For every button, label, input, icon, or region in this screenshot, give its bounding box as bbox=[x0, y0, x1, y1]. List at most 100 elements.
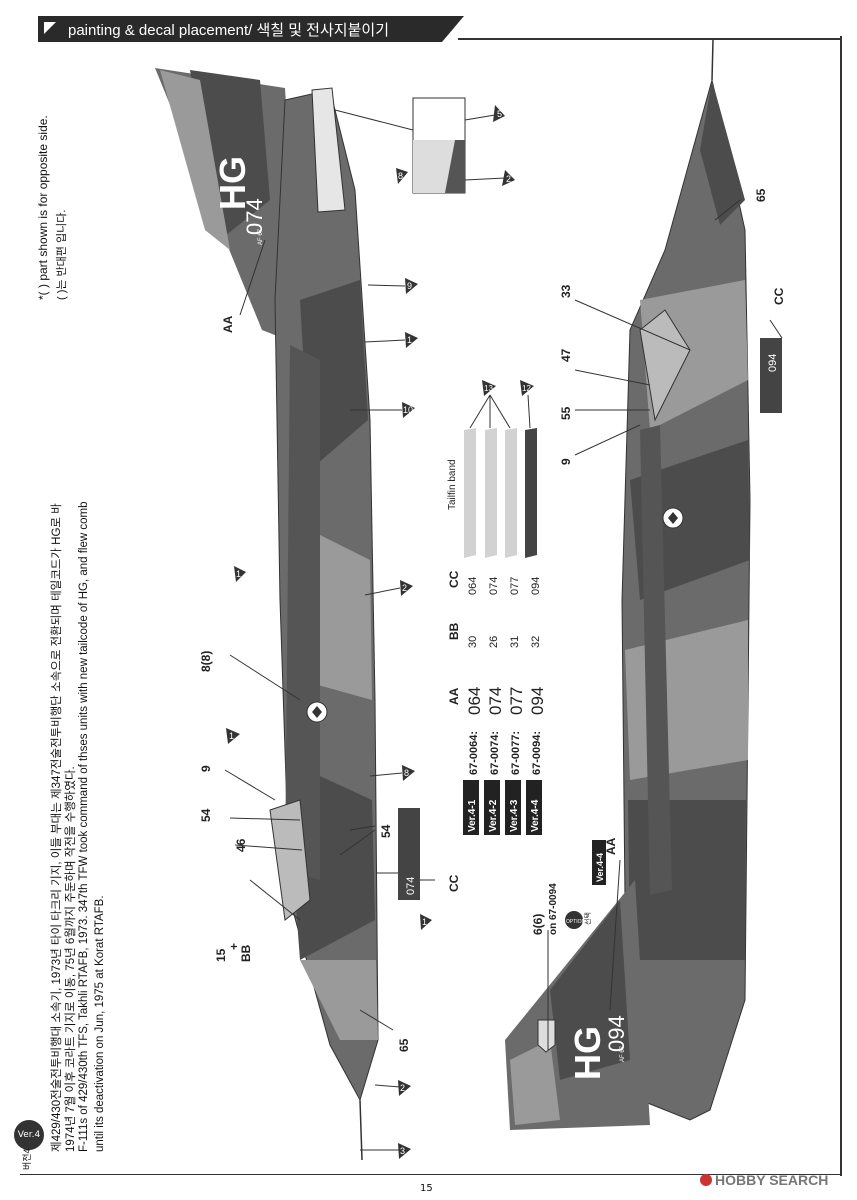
top-cc-box-text: 074 bbox=[405, 877, 417, 895]
bottom-nose-camo bbox=[700, 80, 745, 225]
page-border-bottom bbox=[20, 1174, 842, 1175]
table-row-3-bb: 31 bbox=[509, 636, 521, 648]
table-row-2-cc: 074 bbox=[488, 577, 500, 595]
top-canopy bbox=[269, 799, 311, 921]
table-row-1-bb: 30 bbox=[467, 636, 479, 648]
bottom-fuselage bbox=[621, 79, 751, 1121]
top-nose-probe bbox=[359, 1099, 363, 1161]
top-callout-numbers: 5 2 8 9 1 10 2 1 1 8 1 2 3 bbox=[229, 109, 511, 1156]
bottom-label-6-6: 6(6) bbox=[531, 914, 545, 935]
top-label-54a: 54 bbox=[199, 808, 213, 822]
svg-text:9: 9 bbox=[407, 281, 412, 291]
top-cc-box bbox=[398, 808, 420, 900]
top-tail-camo-light bbox=[160, 70, 230, 250]
bottom-aircraft: HG 094 AF 67 094 65 CC 33 47 55 9 AA 6(6… bbox=[505, 39, 786, 1130]
table-head-cc: CC bbox=[447, 570, 461, 588]
header-triangle-icon bbox=[44, 22, 56, 34]
table-head-bb: BB bbox=[447, 622, 461, 640]
top-nozzle bbox=[311, 87, 346, 213]
version-table: AA BB CC Ver.4-1 67-0064: 064 30 064 Ver… bbox=[447, 570, 547, 835]
table-row-2-bb: 26 bbox=[488, 636, 500, 648]
table-row-4-cc: 094 bbox=[530, 577, 542, 595]
table-row-3-cc: 077 bbox=[509, 577, 521, 595]
svg-text:5: 5 bbox=[497, 109, 502, 119]
top-label-cc: CC bbox=[447, 874, 461, 892]
tailfin-callout-12: 12 bbox=[522, 384, 531, 393]
header: painting & decal placement/ 색칠 및 전사지붙이기 bbox=[38, 16, 842, 52]
svg-text:10: 10 bbox=[403, 405, 413, 415]
svg-text:3: 3 bbox=[400, 1146, 405, 1156]
top-roundel-star-icon bbox=[312, 706, 322, 718]
table-head-aa: AA bbox=[447, 687, 461, 705]
tailfin-band-3 bbox=[505, 428, 517, 558]
bottom-ver44-bg bbox=[592, 840, 606, 885]
top-tail-code: HG bbox=[212, 156, 253, 210]
top-aircraft: HG 074 AF 67 074 bbox=[155, 68, 515, 1161]
page-number: 15 bbox=[420, 1183, 433, 1194]
bottom-wing bbox=[640, 425, 672, 895]
table-row-1-aa: 064 bbox=[465, 687, 484, 715]
table-row-4-aa: 094 bbox=[528, 687, 547, 715]
table-row-2-serial: 67-0074: bbox=[489, 731, 501, 775]
top-label-9: 9 bbox=[199, 765, 213, 772]
table-row-4-ver-bg bbox=[526, 780, 542, 835]
svg-text:8: 8 bbox=[398, 171, 403, 181]
svg-text:8: 8 bbox=[404, 768, 409, 778]
top-label-65: 65 bbox=[397, 1038, 411, 1052]
bottom-ver44: Ver.4-4 bbox=[595, 853, 605, 882]
tailfin-callout-13: 13 bbox=[484, 384, 493, 393]
table-row-1-ver: Ver.4-1 bbox=[467, 799, 478, 832]
svg-text:2: 2 bbox=[400, 1083, 405, 1093]
top-tail-serial: 074 bbox=[242, 198, 267, 235]
top-inset-nozzle-dark bbox=[445, 140, 465, 193]
top-label-15: 15 bbox=[214, 948, 228, 962]
table-row-4-ver: Ver.4-4 bbox=[530, 799, 541, 832]
svg-text:1: 1 bbox=[229, 731, 234, 741]
top-callouts bbox=[226, 105, 515, 1159]
page-title: painting & decal placement/ 색칠 및 전사지붙이기 bbox=[68, 22, 389, 39]
svg-text:1: 1 bbox=[236, 569, 241, 579]
top-label-bb: BB bbox=[239, 944, 253, 962]
tailfin-callout-13-icon bbox=[482, 380, 496, 396]
top-label-54b: 54 bbox=[379, 824, 393, 838]
table-row-2-ver: Ver.4-2 bbox=[488, 799, 499, 832]
header-bar: painting & decal placement/ 색칠 및 전사지붙이기 bbox=[38, 16, 464, 42]
top-wing bbox=[285, 345, 320, 880]
bottom-label-on: on 67-0094 bbox=[548, 883, 559, 935]
bottom-label-47: 47 bbox=[559, 348, 573, 362]
bottom-label-cc: CC bbox=[772, 287, 786, 305]
bottom-tail-code: HG bbox=[567, 1026, 608, 1080]
tailfin-band-1 bbox=[464, 428, 476, 558]
bottom-tail-serial: 094 bbox=[604, 1015, 629, 1052]
svg-text:2: 2 bbox=[402, 583, 407, 593]
tailfin-band-group: Tailfin band 13 12 bbox=[447, 380, 537, 558]
bottom-nose-probe bbox=[711, 39, 714, 81]
table-row-4-bb: 32 bbox=[530, 636, 542, 648]
table-row-1-cc: 064 bbox=[467, 577, 479, 595]
table-row-1-serial: 67-0064: bbox=[468, 731, 480, 775]
table-row-3-aa: 077 bbox=[507, 687, 526, 715]
top-fuselage-camo-4 bbox=[300, 960, 378, 1040]
table-row-3-serial: 67-0077: bbox=[510, 731, 522, 775]
version-chip: Ver.4 bbox=[14, 1120, 44, 1150]
tailfin-callout-12-icon bbox=[520, 380, 534, 396]
bottom-cc-box bbox=[760, 338, 782, 413]
top-label-8-8: 8(8) bbox=[199, 651, 213, 672]
bottom-roundel-star-icon bbox=[668, 512, 678, 524]
top-label-46: 46 bbox=[234, 838, 248, 852]
bottom-label-65: 65 bbox=[754, 188, 768, 202]
top-label-plus: + bbox=[227, 943, 241, 950]
tailfin-band-4 bbox=[525, 428, 537, 558]
svg-text:1: 1 bbox=[422, 917, 427, 927]
option-badge bbox=[565, 911, 583, 929]
table-row-2-ver-bg bbox=[484, 780, 500, 835]
bottom-tail-camo bbox=[550, 900, 630, 1080]
option-badge-ko: 선택 bbox=[583, 912, 592, 925]
svg-text:2: 2 bbox=[506, 174, 511, 184]
option-badge-text: OPTION bbox=[566, 919, 586, 925]
table-row-3-ver: Ver.4-3 bbox=[509, 799, 520, 832]
watermark-logo-icon bbox=[700, 1174, 712, 1186]
top-label-aa: AA bbox=[221, 315, 235, 333]
tailfin-band-label: Tailfin band bbox=[447, 459, 458, 510]
